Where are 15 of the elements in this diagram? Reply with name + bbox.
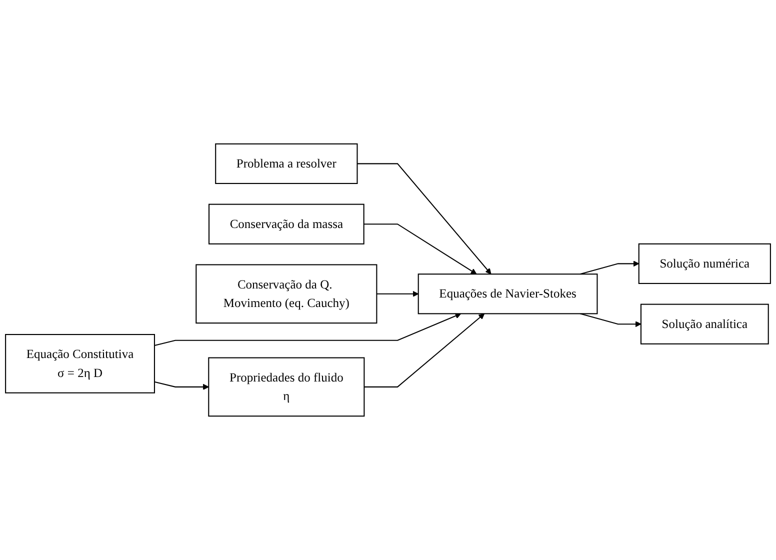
arrow bbox=[364, 313, 485, 388]
arrow bbox=[580, 260, 640, 275]
node-box: Solução numérica bbox=[638, 243, 771, 284]
arrow bbox=[376, 290, 419, 297]
arrow bbox=[154, 313, 462, 346]
node-box: Propriedades do fluido η bbox=[208, 357, 365, 417]
arrow bbox=[357, 163, 492, 274]
node-box: Problema a resolver bbox=[215, 143, 358, 184]
node-box: Solução analítica bbox=[640, 304, 769, 344]
arrow bbox=[364, 224, 477, 274]
node-box: Conservação da Q. Movimento (eq. Cauchy) bbox=[196, 264, 378, 324]
node-box: Equações de Navier-Stokes bbox=[418, 274, 598, 314]
node-box: Equação Constitutiva σ = 2η D bbox=[5, 334, 155, 394]
arrow bbox=[154, 381, 209, 390]
node-box: Conservação da massa bbox=[208, 204, 364, 244]
